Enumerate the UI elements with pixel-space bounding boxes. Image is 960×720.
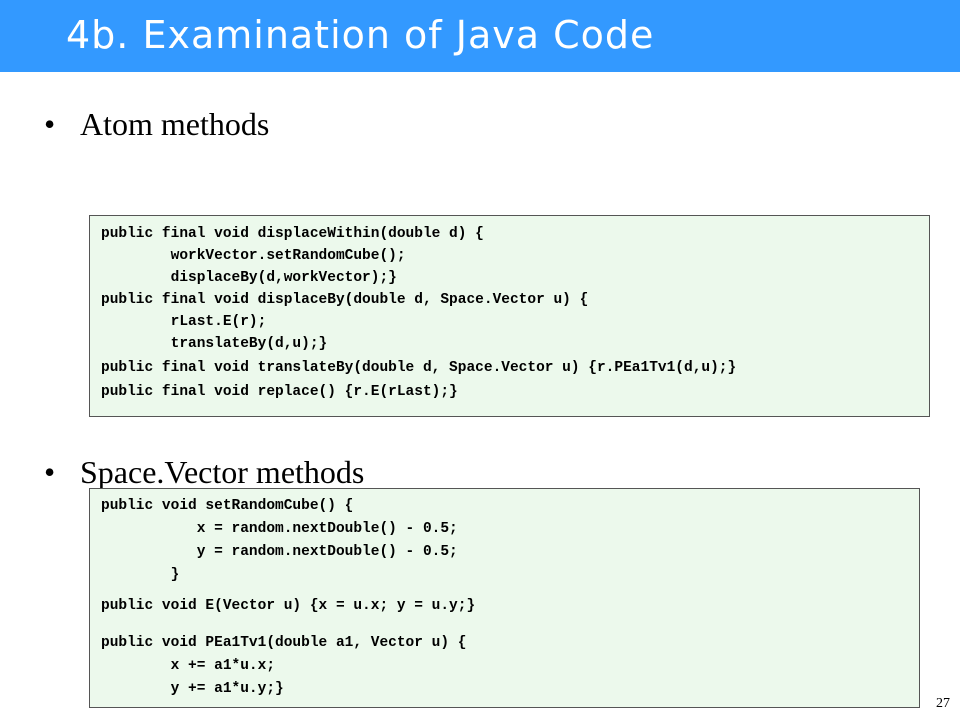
slide-title: 4b. Examination of Java Code <box>66 13 655 57</box>
code-line: rLast.E(r); <box>101 314 267 330</box>
code-line: public final void replace() {r.E(rLast);… <box>101 384 458 400</box>
code-line: public void setRandomCube() { <box>101 498 354 514</box>
code-line: public void E(Vector u) {x = u.x; y = u.… <box>101 598 476 614</box>
page-number: 27 <box>936 696 950 711</box>
code-line: y = random.nextDouble() - 0.5; <box>101 544 458 560</box>
code-line: x += a1*u.x; <box>101 658 276 674</box>
bullet-label: Space.Vector methods <box>80 454 365 490</box>
code-line: } <box>101 567 180 583</box>
code-line: workVector.setRandomCube(); <box>101 248 406 264</box>
code-line: public final void displaceWithin(double … <box>101 226 484 242</box>
code-line: public final void translateBy(double d, … <box>101 360 737 376</box>
bullet-label: Atom methods <box>80 106 270 142</box>
code-line: displaceBy(d,workVector);} <box>101 270 397 286</box>
bullet-dot: • <box>44 106 56 142</box>
code-block-space-vector: public void setRandomCube() { x = random… <box>89 488 920 708</box>
title-bar: 4b. Examination of Java Code <box>0 0 960 72</box>
code-line: translateBy(d,u);} <box>101 336 328 352</box>
bullet-dot: • <box>44 454 56 490</box>
code-line: public final void displaceBy(double d, S… <box>101 292 589 308</box>
code-line: public void PEa1Tv1(double a1, Vector u)… <box>101 635 467 651</box>
code-block-atom: public final void displaceWithin(double … <box>89 215 930 417</box>
code-line: x = random.nextDouble() - 0.5; <box>101 521 458 537</box>
code-line: y += a1*u.y;} <box>101 681 284 697</box>
